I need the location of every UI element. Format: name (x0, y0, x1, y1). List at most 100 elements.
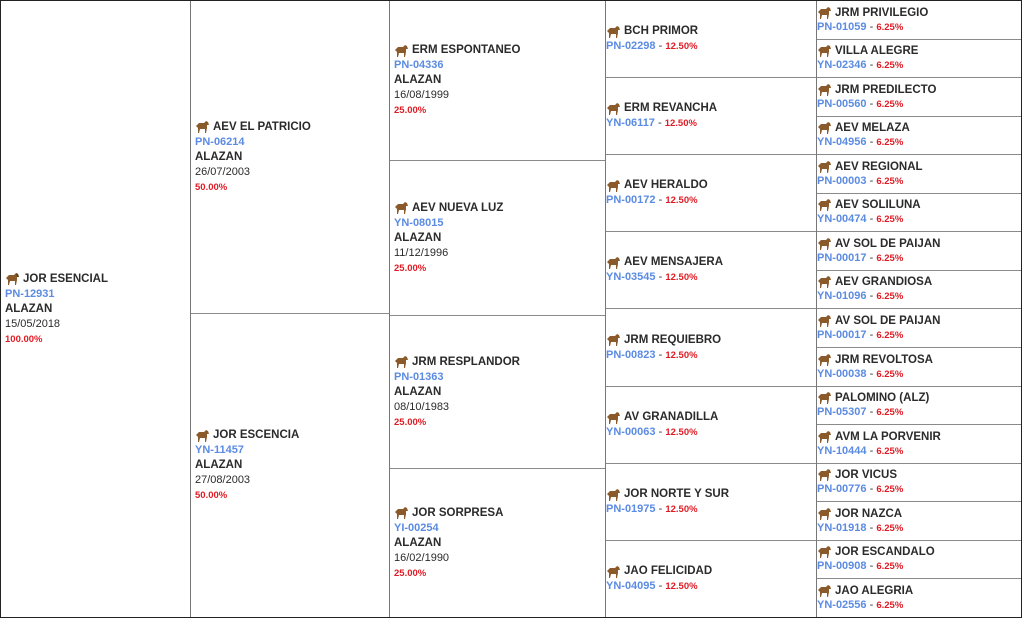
horse-name: AV SOL DE PAIJAN (835, 237, 941, 250)
horse-icon (606, 25, 621, 39)
horse-name: JRM RESPLANDOR (412, 355, 520, 368)
horse-name: AV SOL DE PAIJAN (835, 314, 941, 327)
horse-icon (394, 506, 409, 520)
horse-name: JOR SORPRESA (412, 506, 504, 519)
registration-number[interactable]: YN-02346 (817, 59, 867, 71)
separator: - (866, 290, 877, 302)
horse-name-link[interactable]: AEV EL PATRICIO (195, 120, 389, 135)
horse-cell-subject: JOR ESENCIAL PN-12931 ALAZAN 15/05/2018 … (1, 1, 190, 617)
horse-name-link[interactable]: PALOMINO (ALZ) (817, 391, 1021, 405)
registration-number[interactable]: YN-10444 (817, 444, 867, 457)
blood-percentage: 12.50% (665, 195, 698, 206)
blood-percentage: 6.25% (876, 599, 904, 611)
horse-icon (606, 565, 621, 579)
horse-name-link[interactable]: AV SOL DE PAIJAN (817, 314, 1021, 328)
registration-number[interactable]: PN-00003 (817, 174, 867, 187)
registration-number[interactable]: PN-00908 (817, 560, 867, 572)
blood-percentage: 100.00% (5, 333, 43, 345)
separator: - (866, 251, 877, 264)
horse-icon (817, 44, 832, 58)
horse-name-link[interactable]: JRM REVOLTOSA (817, 353, 1021, 367)
horse-name-link[interactable]: ERM ESPONTANEO (394, 43, 605, 58)
horse-name-link[interactable]: JOR SORPRESA (394, 506, 605, 521)
horse-name-link[interactable]: AEV MENSAJERA (606, 255, 816, 270)
horse-name-link[interactable]: JOR VICUS (817, 468, 1021, 482)
horse-name-link[interactable]: AEV REGIONAL (817, 160, 1021, 174)
registration-number[interactable]: YN-04095 (606, 580, 656, 592)
registration-number[interactable]: YN-00038 (817, 367, 867, 380)
horse-name-link[interactable]: BCH PRIMOR (606, 24, 816, 39)
registration-number[interactable]: YN-03545 (606, 271, 656, 283)
registration-number[interactable]: YN-01918 (817, 521, 867, 534)
horse-name-link[interactable]: AEV HERALDO (606, 178, 816, 193)
registration-number[interactable]: PN-04336 (394, 59, 444, 71)
horse-icon (817, 545, 832, 559)
horse-name-link[interactable]: JRM RESPLANDOR (394, 355, 605, 370)
horse-name: AEV NUEVA LUZ (412, 201, 504, 214)
registration-number[interactable]: PN-00776 (817, 483, 867, 495)
blood-percentage: 6.25% (876, 175, 904, 187)
registration-number[interactable]: PN-06214 (195, 135, 245, 148)
registration-line: YN-06117 - 12.50% (606, 116, 816, 131)
horse-name-link[interactable]: AEV GRANDIOSA (817, 275, 1021, 289)
horse-name-link[interactable]: JRM PREDILECTO (817, 83, 1021, 97)
horse-name-link[interactable]: JOR ESENCIAL (5, 272, 190, 287)
horse-name-link[interactable]: JRM REQUIEBRO (606, 333, 816, 348)
registration-number[interactable]: PN-00017 (817, 328, 867, 341)
registration-number[interactable]: PN-01975 (606, 503, 656, 515)
horse-name-link[interactable]: AEV NUEVA LUZ (394, 201, 605, 216)
registration-number[interactable]: YN-11457 (195, 444, 244, 456)
separator: - (866, 367, 877, 380)
horse-name-link[interactable]: JAO FELICIDAD (606, 564, 816, 579)
registration-number[interactable]: YN-01096 (817, 290, 867, 302)
registration-number[interactable]: PN-02298 (606, 40, 656, 52)
registration-number[interactable]: PN-00172 (606, 194, 656, 206)
blood-percentage: 12.50% (665, 504, 698, 515)
horse-icon (817, 507, 832, 521)
horse-name-link[interactable]: AVM LA PORVENIR (817, 430, 1021, 444)
registration-number[interactable]: PN-01059 (817, 20, 867, 33)
horse-name-link[interactable]: JAO ALEGRIA (817, 584, 1021, 598)
horse-name-link[interactable]: ERM REVANCHA (606, 101, 816, 116)
horse-name-link[interactable]: AV GRANADILLA (606, 410, 816, 425)
horse-name-link[interactable]: JOR NAZCA (817, 507, 1021, 521)
registration-number[interactable]: YI-00254 (394, 521, 439, 534)
registration-number[interactable]: YN-00474 (817, 213, 867, 225)
registration-number[interactable]: YN-08015 (394, 216, 444, 229)
horse-name-link[interactable]: AEV MELAZA (817, 121, 1021, 135)
separator: - (866, 20, 877, 33)
horse-name-link[interactable]: JOR NORTE Y SUR (606, 487, 816, 502)
horse-name-link[interactable]: VILLA ALEGRE (817, 44, 1021, 58)
registration-number[interactable]: YN-00063 (606, 426, 656, 438)
birth-date: 08/10/1983 (394, 400, 450, 413)
horse-name-link[interactable]: JRM PRIVILEGIO (817, 6, 1021, 20)
registration-number[interactable]: PN-01363 (394, 370, 444, 383)
registration-number[interactable]: YN-02556 (817, 598, 867, 611)
horse-icon (394, 201, 409, 215)
separator: - (866, 213, 877, 225)
horse-name-link[interactable]: JOR ESCANDALO (817, 545, 1021, 559)
separator: - (866, 598, 877, 611)
horse-name: AVM LA PORVENIR (835, 430, 941, 443)
registration-number[interactable]: PN-12931 (5, 287, 55, 300)
registration-number[interactable]: PN-00017 (817, 251, 867, 264)
horse-name-link[interactable]: AV SOL DE PAIJAN (817, 237, 1021, 251)
horse-name: AEV GRANDIOSA (835, 276, 933, 288)
horse-name: AEV EL PATRICIO (213, 120, 311, 133)
blood-percentage: 6.25% (876, 484, 904, 495)
horse-name-link[interactable]: AEV SOLILUNA (817, 198, 1021, 212)
registration-number[interactable]: PN-00823 (606, 348, 656, 361)
horse-name: JOR ESENCIAL (23, 272, 108, 285)
horse-name-link[interactable]: JOR ESCENCIA (195, 428, 389, 443)
registration-number[interactable]: PN-00560 (817, 97, 867, 110)
registration-number[interactable]: YN-06117 (606, 117, 655, 129)
registration-number[interactable]: YN-04956 (817, 136, 867, 148)
separator: - (655, 40, 666, 52)
registration-number[interactable]: PN-05307 (817, 406, 867, 418)
